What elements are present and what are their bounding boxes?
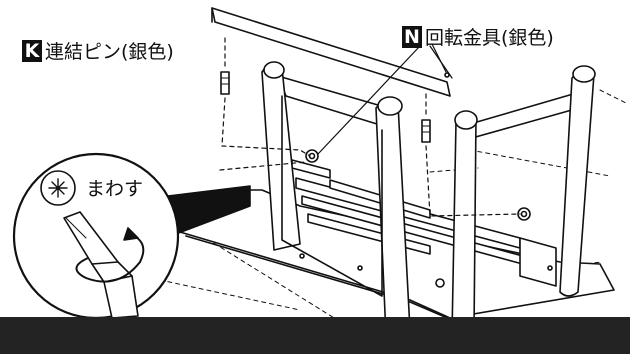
callout-letter-n: N: [402, 25, 422, 48]
callout-label-k: 連結ピン(銀色): [45, 41, 174, 63]
hardware-holes: [299, 149, 553, 288]
screwdriver: [63, 211, 139, 319]
rotation-fitting-callout: N 回転金具(銀色): [402, 23, 554, 50]
callout-label-n: 回転金具(銀色): [425, 27, 554, 49]
top-board: [211, 7, 451, 97]
bottom-bar: [0, 317, 630, 354]
callout-letter-k: K: [22, 39, 42, 62]
connecting-pin-right: [421, 119, 431, 143]
turn-instruction: まわす: [86, 178, 144, 200]
connecting-pin-callout: K 連結ピン(銀色): [22, 37, 174, 64]
connecting-pin-left: [220, 71, 230, 95]
